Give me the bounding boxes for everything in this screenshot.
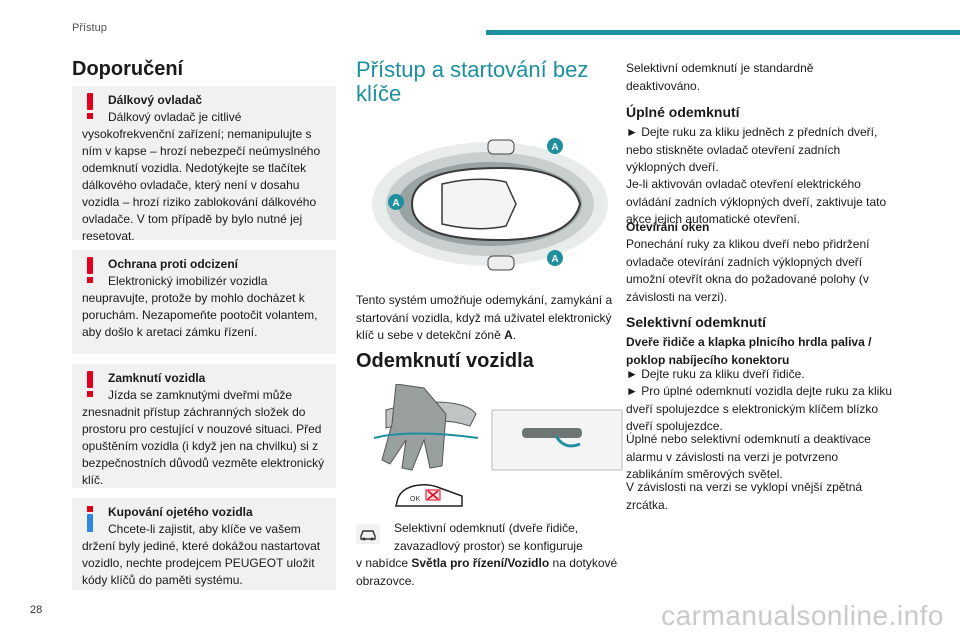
- zone-label: A: [551, 142, 558, 153]
- warning-box-remote: Dálkový ovladač Dálkový ovladač je citli…: [72, 86, 336, 243]
- key-fob-icon: [487, 139, 515, 155]
- door-handle-illustration: OK: [366, 384, 623, 507]
- note-line: obrazovce.: [356, 573, 415, 588]
- selective-subtitle: Dveře řidiče a klapka plnicího hrdla pal…: [626, 335, 872, 367]
- box-text-first: Dálkový ovladač je citlivé: [108, 110, 242, 124]
- header-accent-bar: [486, 30, 960, 35]
- box-title: Ochrana proti odcizení: [108, 257, 239, 271]
- info-icon: [86, 506, 94, 532]
- zone-label: A: [551, 254, 558, 265]
- note-line: zavazadlový prostor) se konfiguruje: [394, 538, 583, 553]
- mirror-text: V závislosti na verzi se vyklopí vnější …: [626, 480, 863, 512]
- selective-unlock-title: Selektivní odemknutí: [626, 314, 767, 330]
- box-text: znesnadnit přístup záchranných složek do…: [82, 405, 325, 487]
- selective-default-text: Selektivní odemknutí je standardně deakt…: [626, 61, 814, 93]
- note-line: Selektivní odemknutí (dveře řidiče,: [394, 521, 579, 535]
- warning-icon: [86, 371, 94, 397]
- note-line: v nabídce Světla pro řízení/Vozidlo na d…: [356, 556, 618, 570]
- recommendations-title: Doporučení: [72, 58, 184, 80]
- window-open-title: Otevírání oken: [626, 220, 710, 234]
- warning-icon: [86, 93, 94, 119]
- box-text: vysokofrekvenční zařízení; nemanipulujte…: [82, 127, 321, 243]
- box-text: držení byly jediné, které dokážou nastar…: [82, 539, 321, 587]
- watermark: carmanualsonline.info: [661, 600, 944, 631]
- selective-step-2: ► Pro úplné odemknutí vozidla dejte ruku…: [626, 384, 893, 433]
- warning-box-theft: Ochrana proti odcizení Elektronický imob…: [72, 250, 336, 354]
- keyless-intro: Tento systém umožňuje odemykání, zamykán…: [356, 293, 613, 342]
- full-unlock-title: Úplné odemknutí: [626, 104, 740, 120]
- keyless-title: Přístup a startování bez klíče: [356, 57, 589, 106]
- unlock-title: Odemknutí vozidla: [356, 350, 534, 372]
- zone-marker: [547, 250, 563, 266]
- full-unlock-text: Je-li aktivován ovladač otevření elektri…: [626, 177, 887, 226]
- window-open-text: Ponechání ruky za klikou dveří nebo přid…: [626, 237, 870, 304]
- box-text-first: Chcete-li zajistit, aby klíče ve vašem: [108, 522, 301, 536]
- box-text-first: Jízda se zamknutými dveřmi může: [108, 388, 293, 402]
- zone-label: A: [392, 198, 399, 209]
- section-tag: Přístup: [72, 22, 107, 34]
- warning-icon: [86, 257, 94, 283]
- selective-confirm-text: Úplné nebo selektivní odemknutí a deakti…: [626, 432, 871, 481]
- zone-marker: [388, 194, 404, 210]
- warning-box-locking: Zamknutí vozidla Jízda se zamknutými dve…: [72, 364, 336, 488]
- detection-zone-illustration: A A A: [372, 138, 608, 271]
- box-text: neupravujte, protože by mohlo docházet k…: [82, 291, 318, 339]
- box-title: Zamknutí vozidla: [108, 371, 206, 385]
- key-fob-icon: [487, 255, 515, 271]
- car-settings-icon: [356, 524, 380, 544]
- selective-note: Selektivní odemknutí (dveře řidiče, zava…: [356, 520, 622, 590]
- selective-step-1: ► Dejte ruku za kliku dveří řidiče.: [626, 367, 805, 381]
- box-title: Dálkový ovladač: [108, 93, 203, 107]
- box-text-first: Elektronický imobilizér vozidla: [108, 274, 268, 288]
- unlock-arrow-icon: [554, 435, 581, 448]
- zone-marker: [547, 138, 563, 154]
- info-box-used-car: Kupování ojetého vozidla Chcete-li zajis…: [72, 498, 336, 590]
- box-title: Kupování ojetého vozidla: [108, 505, 253, 519]
- page-number: 28: [30, 604, 43, 616]
- full-unlock-step: ► Dejte ruku za kliku jedněch z předních…: [626, 125, 878, 174]
- ok-label: OK: [410, 496, 420, 503]
